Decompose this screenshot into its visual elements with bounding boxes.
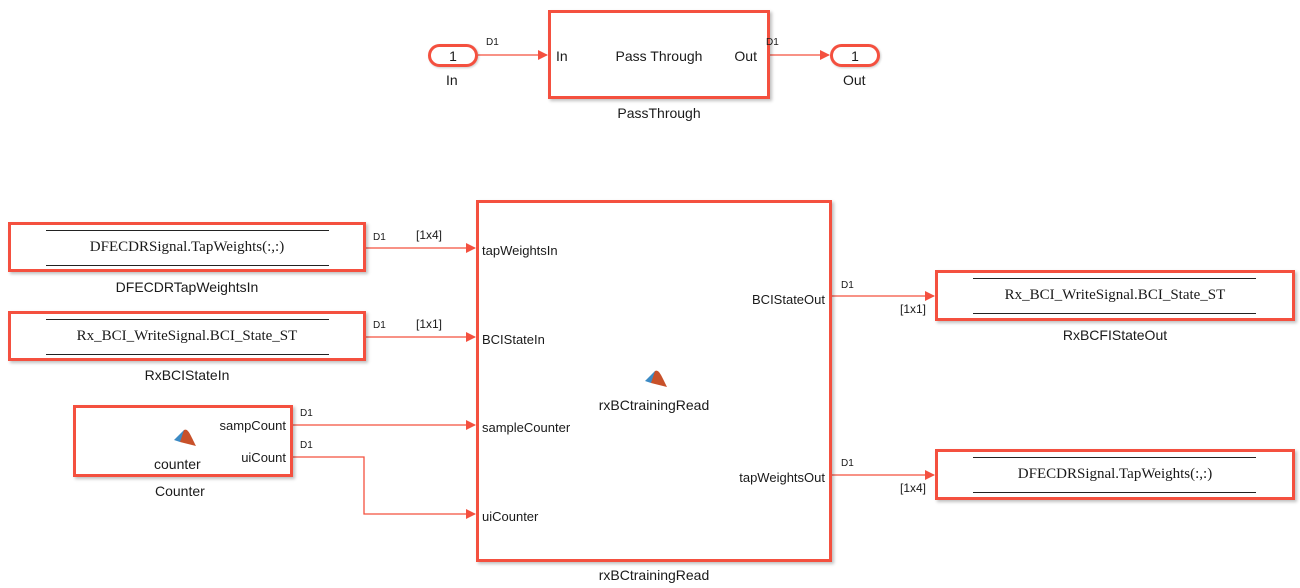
divider bbox=[46, 319, 329, 320]
input-port-tapweightsin: tapWeightsIn bbox=[482, 243, 558, 258]
divider bbox=[46, 265, 329, 266]
data-store-read-bcistate[interactable]: Rx_BCI_WriteSignal.BCI_State_ST bbox=[8, 311, 366, 361]
matlab-function-icon bbox=[645, 370, 667, 387]
input-port-uicounter: uiCounter bbox=[482, 509, 539, 524]
inport-number: 1 bbox=[449, 48, 457, 64]
counter-port-sampcount: sampCount bbox=[219, 418, 286, 433]
divider bbox=[973, 492, 1256, 493]
divider bbox=[46, 354, 329, 355]
outport-block[interactable]: 1 bbox=[830, 44, 880, 67]
signal-rate-label: D1 bbox=[486, 37, 499, 48]
matlab-function-icon bbox=[174, 429, 196, 446]
outport-number: 1 bbox=[851, 48, 859, 64]
rxbctrainingread-function-name: rxBCtrainingRead bbox=[598, 397, 710, 413]
data-store-read-tapweights[interactable]: DFECDRSignal.TapWeights(:,:) bbox=[8, 222, 366, 272]
divider bbox=[973, 278, 1256, 279]
signal-dimension-label: [1x4] bbox=[416, 228, 443, 242]
input-port-bcistatein: BCIStateIn bbox=[482, 332, 545, 347]
data-store-write-tapweights[interactable]: DFECDRSignal.TapWeights(:,:) bbox=[935, 449, 1295, 500]
signal-dimension-label: [1x1] bbox=[416, 317, 443, 331]
divider bbox=[973, 457, 1256, 458]
output-port-tapweightsout: tapWeightsOut bbox=[739, 470, 825, 485]
rxbctrainingread-block-name: rxBCtrainingRead bbox=[598, 567, 710, 583]
signal-rate-label: D1 bbox=[841, 458, 854, 469]
signal-rate-label: D1 bbox=[766, 37, 779, 48]
data-store-expression: Rx_BCI_WriteSignal.BCI_State_ST bbox=[76, 328, 298, 344]
passthrough-title: Pass Through bbox=[615, 48, 703, 64]
input-port-samplecounter: sampleCounter bbox=[482, 420, 571, 435]
counter-function-name: counter bbox=[154, 456, 201, 472]
data-store-expression: DFECDRSignal.TapWeights(:,:) bbox=[1017, 466, 1213, 482]
output-port-bcistateout: BCIStateOut bbox=[752, 292, 825, 307]
counter-port-uicount: uiCount bbox=[241, 450, 286, 465]
signal-dimension-label: [1x1] bbox=[900, 302, 927, 316]
rxbctrainingread-block[interactable]: tapWeightsIn BCIStateIn sampleCounter ui… bbox=[476, 200, 832, 562]
counter-block[interactable]: counter sampCount uiCount bbox=[73, 405, 293, 477]
passthrough-block[interactable]: In Pass Through Out bbox=[548, 10, 770, 99]
divider bbox=[973, 313, 1256, 314]
data-store-expression: Rx_BCI_WriteSignal.BCI_State_ST bbox=[1004, 287, 1226, 303]
data-store-read-name: DFECDRTapWeightsIn bbox=[115, 279, 259, 295]
passthrough-out-port-label: Out bbox=[734, 48, 757, 64]
outport-name: Out bbox=[843, 72, 866, 88]
counter-block-name: Counter bbox=[155, 483, 205, 499]
signal-rate-label: D1 bbox=[841, 280, 854, 291]
inport-name: In bbox=[446, 72, 458, 88]
data-store-read-name: RxBCIStateIn bbox=[144, 367, 230, 383]
signal-rate-label: D1 bbox=[373, 232, 386, 243]
wire-uicount bbox=[292, 456, 476, 519]
data-store-write-name: RxBCFIStateOut bbox=[1062, 327, 1168, 343]
data-store-expression: DFECDRSignal.TapWeights(:,:) bbox=[89, 239, 285, 255]
divider bbox=[46, 230, 329, 231]
passthrough-block-name: PassThrough bbox=[617, 105, 701, 121]
data-store-write-bcistate[interactable]: Rx_BCI_WriteSignal.BCI_State_ST bbox=[935, 270, 1295, 321]
signal-rate-label: D1 bbox=[300, 440, 313, 451]
signal-rate-label: D1 bbox=[373, 320, 386, 331]
passthrough-in-port-label: In bbox=[556, 48, 568, 64]
signal-rate-label: D1 bbox=[300, 408, 313, 419]
inport-block[interactable]: 1 bbox=[428, 44, 478, 67]
signal-dimension-label: [1x4] bbox=[900, 481, 927, 495]
